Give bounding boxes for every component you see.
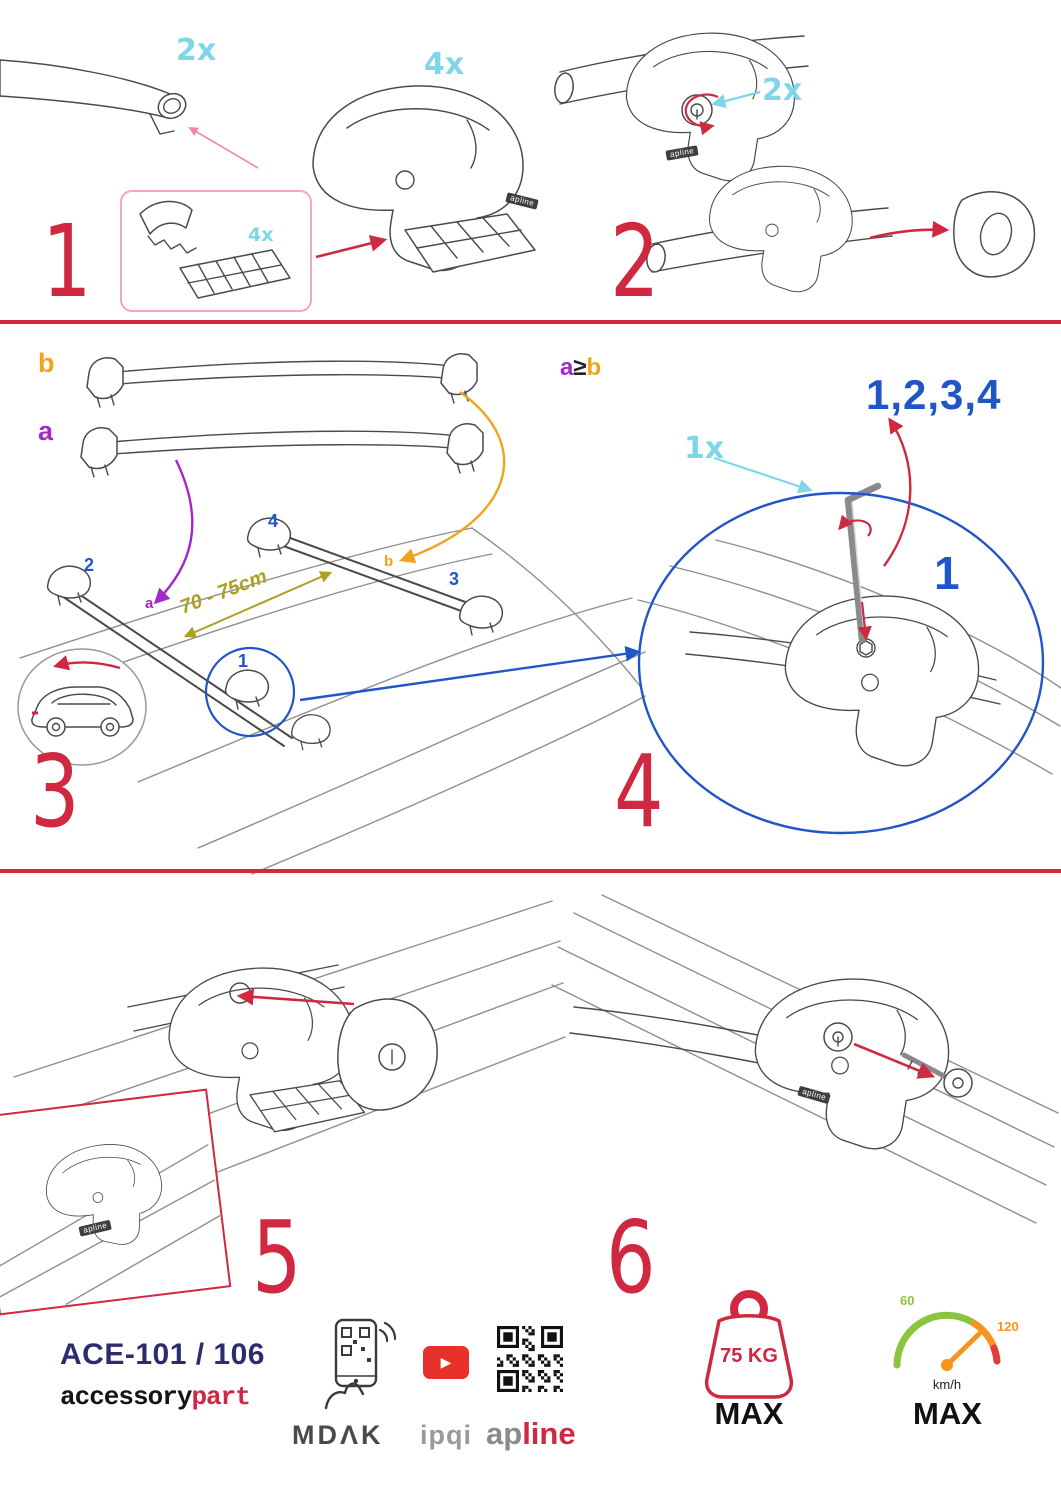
condition-label: a≥b (560, 356, 601, 380)
section-divider-bottom (0, 869, 1061, 873)
apline-logo: apline (486, 1418, 576, 1449)
lock-quantity-label: 2x (762, 73, 803, 108)
section-divider-top (0, 320, 1061, 324)
speed-max-tick: 120 (997, 1319, 1019, 1334)
speedometer-needle (944, 1331, 982, 1368)
step5-number: 5 (252, 1199, 302, 1316)
step1-number: 1 (42, 203, 92, 320)
ipqi-logo: ipqi (420, 1420, 472, 1450)
bar-b-label: b (38, 348, 55, 378)
locked-foot-inset: apline (0, 1088, 232, 1316)
apline-line: line (522, 1416, 576, 1451)
allen-key-arm (844, 482, 882, 504)
condition-operator: ≥ (573, 354, 587, 381)
bar-quantity-label: 2x (176, 33, 217, 68)
car-direction-inset (17, 648, 147, 766)
weight-max-label: MAX (714, 1396, 784, 1431)
step3-number: 3 (30, 733, 80, 850)
play-icon: ▶ (440, 1354, 452, 1370)
mdak-logo: MDΛK (292, 1420, 384, 1450)
crossbar-drawing (0, 59, 187, 135)
crossbars-front-view (80, 353, 484, 478)
model-number: ACE-101 / 106 (60, 1338, 265, 1371)
position-3-label: 3 (449, 569, 460, 589)
foot-quantity-label: 4x (424, 47, 465, 82)
condition-b: b (586, 354, 602, 381)
brand-part: part (191, 1382, 250, 1412)
qr-code (497, 1326, 563, 1392)
position-2-label: 2 (84, 555, 95, 575)
step6-number: 6 (606, 1199, 656, 1316)
key-head (943, 1068, 973, 1098)
bar-b-hint: b (384, 553, 394, 570)
speed-min-tick: 60 (900, 1293, 915, 1308)
bar-a-hint: a (145, 595, 154, 612)
apline-ap: ap (486, 1416, 523, 1451)
rubber-pad-inset (120, 190, 312, 312)
key-remove-drawing (551, 894, 1059, 1224)
brand-accessory: accessory (60, 1382, 192, 1412)
speed-unit-label: km/h (932, 1377, 962, 1392)
bar-a-label: a (38, 416, 54, 446)
pad-quantity-label: 4x (248, 224, 274, 246)
weight-value: 75 KG (720, 1345, 778, 1367)
tightening-detail-drawing (637, 482, 1061, 775)
locked-foot-drawing (0, 1137, 221, 1305)
youtube-icon: ▶ (423, 1346, 469, 1379)
step2-number: 2 (610, 203, 660, 320)
position-1-label: 1 (238, 651, 249, 671)
weight-icon (704, 1290, 794, 1399)
speed-max-label: MAX (913, 1396, 982, 1431)
position-4-label: 4 (268, 511, 279, 531)
speedometer-icon (893, 1311, 1001, 1371)
phone-qr-icon (324, 1318, 397, 1410)
start-position-label: 1 (934, 547, 960, 599)
tightening-sequence-label: 1,2,3,4 (866, 371, 1002, 418)
condition-a: a (560, 354, 574, 381)
brand-logo: accessorypart (60, 1382, 251, 1412)
rubber-pad-drawing (139, 200, 291, 299)
step4-number: 4 (614, 733, 664, 850)
tool-quantity-label: 1x (684, 431, 725, 466)
